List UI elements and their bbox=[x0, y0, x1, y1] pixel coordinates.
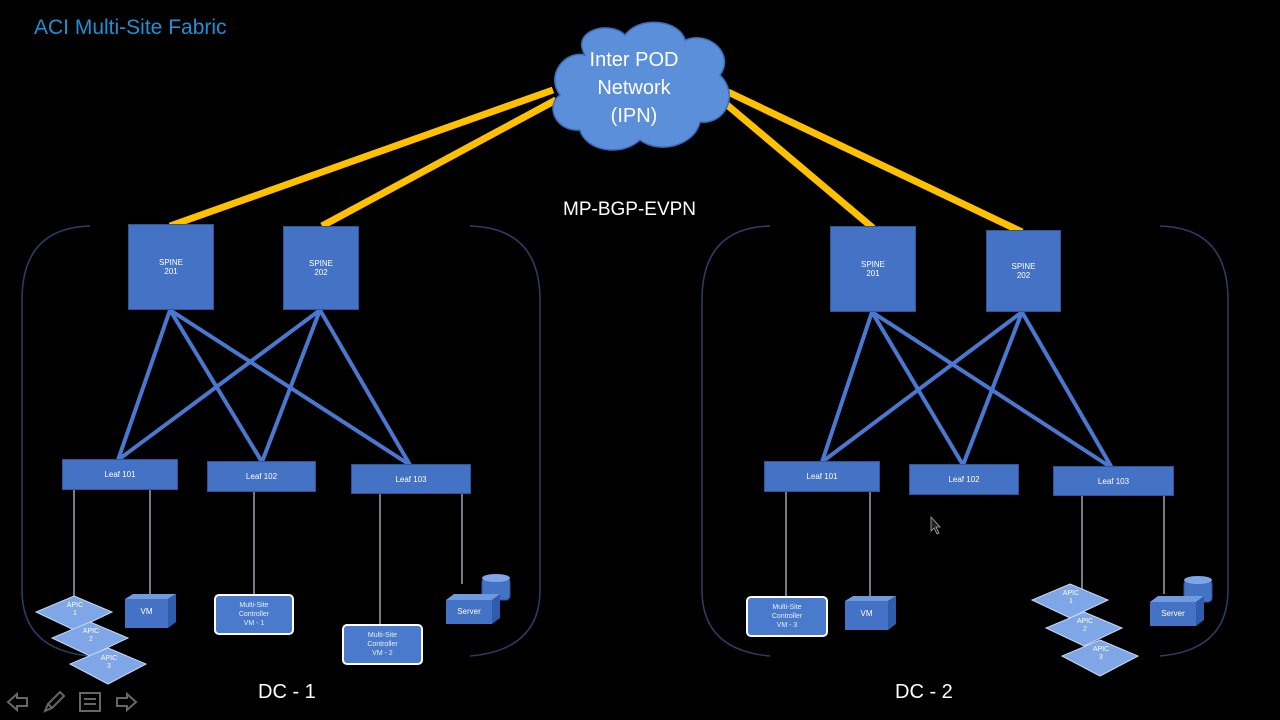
access-links bbox=[73, 489, 1165, 624]
dc2-server-label: Server bbox=[1161, 609, 1185, 618]
dc1-apic-2-label: APIC 2 bbox=[82, 628, 100, 643]
dc2-apics bbox=[1030, 583, 1140, 677]
ipn-links bbox=[168, 86, 1024, 236]
dc1-server-label: Server bbox=[457, 607, 481, 616]
dc1-boundary-right bbox=[469, 225, 541, 657]
dc2-spine-202: SPINE 202 bbox=[986, 230, 1061, 312]
dc2-leaf-101: Leaf 101 bbox=[764, 461, 880, 492]
dc2-leaf-102: Leaf 102 bbox=[909, 464, 1019, 495]
apic-shape bbox=[1044, 611, 1124, 647]
cube-side bbox=[888, 596, 896, 630]
dc1-controller-2: Multi-Site Controller VM - 2 bbox=[342, 624, 423, 665]
dc2-apic-1-label: APIC 1 bbox=[1062, 590, 1080, 605]
dc1-spine-201: SPINE 201 bbox=[128, 224, 214, 310]
server-side bbox=[1196, 596, 1204, 626]
cloud-line-3: (IPN) bbox=[611, 105, 658, 127]
ipn-cloud: Inter POD Network (IPN) bbox=[552, 21, 730, 151]
fabric-link bbox=[820, 310, 1024, 464]
dc1-apic-1-label: APIC 1 bbox=[66, 602, 84, 617]
dc2-apic-2-label: APIC 2 bbox=[1076, 618, 1094, 633]
ipn-link bbox=[168, 86, 555, 230]
slide-title: ACI Multi-Site Fabric bbox=[34, 16, 227, 39]
dc1-vm-label: VM bbox=[140, 607, 153, 616]
dc2-boundary-right bbox=[1159, 225, 1229, 657]
cloud-line-2: Network bbox=[597, 77, 671, 99]
apic-shape bbox=[1060, 639, 1140, 677]
fabric-link bbox=[1020, 311, 1114, 469]
dc2-vm-label: VM bbox=[860, 609, 873, 618]
vm-cubes bbox=[125, 594, 896, 630]
dc1-apics bbox=[34, 595, 148, 685]
apic-shape bbox=[68, 647, 148, 685]
dc1-boundary bbox=[21, 225, 91, 657]
cloud-line-1: Inter POD bbox=[590, 49, 679, 71]
dc1-fabric-links bbox=[116, 308, 412, 467]
server-front bbox=[1150, 602, 1196, 626]
fabric-link bbox=[116, 309, 172, 461]
dc2-spine-201: SPINE 201 bbox=[830, 226, 916, 312]
fabric-link bbox=[820, 311, 874, 463]
dc1-leaf-103: Leaf 103 bbox=[351, 464, 471, 494]
cube-top bbox=[125, 594, 176, 599]
dc1-leaf-101: Leaf 101 bbox=[62, 459, 178, 490]
dc2-apic-3-label: APIC 3 bbox=[1092, 646, 1110, 661]
menu-icon[interactable] bbox=[76, 688, 104, 716]
dc2-label: DC - 2 bbox=[895, 681, 953, 703]
dc1-spine-202: SPINE 202 bbox=[283, 226, 359, 310]
cube-side bbox=[168, 594, 176, 628]
fabric-link bbox=[260, 309, 322, 463]
dc2-fabric-links bbox=[820, 310, 1114, 470]
ipn-link bbox=[320, 96, 558, 230]
server-top bbox=[446, 594, 500, 600]
prev-arrow-icon[interactable] bbox=[4, 688, 32, 716]
cube-front bbox=[125, 599, 168, 628]
servers bbox=[446, 574, 1213, 626]
dc1-controller-1: Multi-Site Controller VM - 1 bbox=[214, 594, 294, 635]
protocol-label: MP-BGP-EVPN bbox=[563, 199, 697, 220]
cloud-shape bbox=[552, 21, 730, 151]
disk-top bbox=[1184, 576, 1212, 584]
dc2-leaf-103: Leaf 103 bbox=[1053, 466, 1174, 496]
fabric-link bbox=[318, 308, 412, 467]
server-front bbox=[446, 600, 492, 624]
dc2-boundary bbox=[701, 225, 771, 657]
pen-icon[interactable] bbox=[40, 688, 68, 716]
cube-top bbox=[845, 596, 896, 601]
presenter-toolbar bbox=[4, 688, 144, 716]
dc2-controller-3: Multi-Site Controller VM - 3 bbox=[746, 596, 828, 637]
server-top bbox=[1150, 596, 1204, 602]
ipn-link bbox=[723, 101, 876, 231]
fabric-link bbox=[116, 308, 322, 462]
mouse-cursor-icon bbox=[930, 515, 941, 535]
dc1-label: DC - 1 bbox=[258, 681, 316, 703]
ipn-link bbox=[726, 88, 1024, 236]
server-side bbox=[492, 594, 500, 624]
dc1-leaf-102: Leaf 102 bbox=[207, 461, 316, 492]
fabric-link bbox=[961, 311, 1024, 466]
next-arrow-icon[interactable] bbox=[112, 688, 140, 716]
disk-top bbox=[482, 574, 510, 582]
dc1-apic-3-label: APIC 3 bbox=[100, 655, 118, 670]
cube-front bbox=[845, 601, 888, 630]
